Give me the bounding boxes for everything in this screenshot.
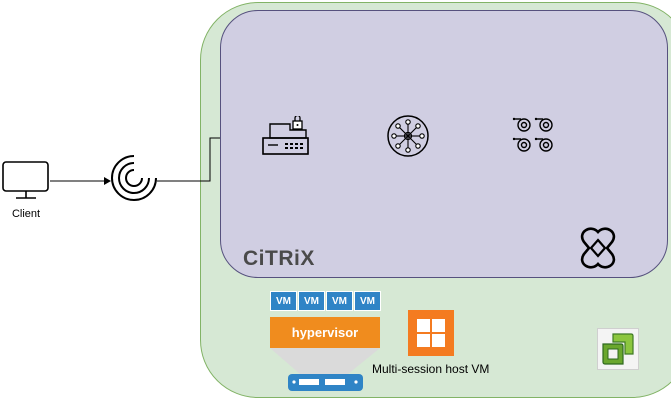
gears-icon [512, 117, 553, 152]
multi-session-host-label: Multi-session host VM [372, 362, 490, 376]
vm-box: VM [270, 291, 297, 311]
citrix-cloud-zone [220, 10, 668, 278]
vm-box: VM [326, 291, 353, 311]
vm-box: VM [354, 291, 381, 311]
vm-box: VM [298, 291, 325, 311]
hypervisor-box: hypervisor [270, 317, 380, 348]
gateway-icon [111, 155, 157, 201]
appliance-lock-icon [262, 116, 309, 155]
windows-icon [408, 310, 454, 356]
client-label: Client [11, 208, 41, 220]
vsphere-icon [597, 328, 639, 370]
citrix-x-icon [580, 227, 616, 269]
hub-icon [387, 115, 429, 157]
monitor-icon [2, 161, 49, 199]
citrix-logo: CiTRiX [243, 247, 315, 270]
server-icon [270, 348, 380, 391]
